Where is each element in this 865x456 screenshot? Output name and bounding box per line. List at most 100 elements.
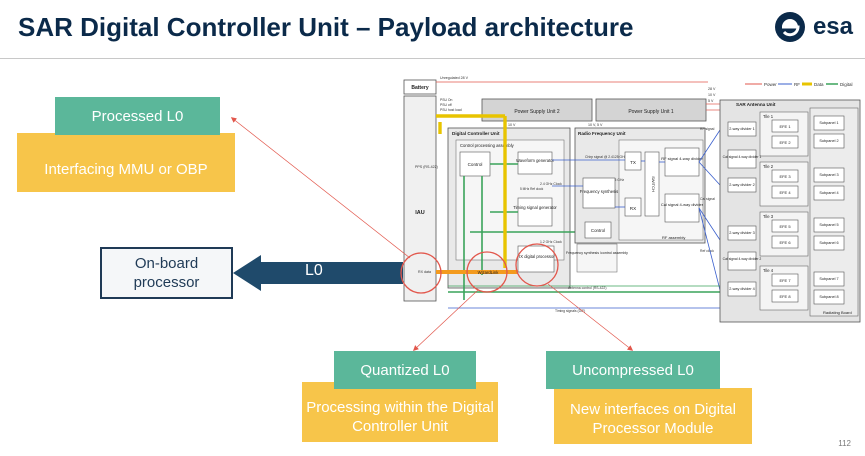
cal-signal-side-label: Cal signal [700,197,715,201]
dcu-label: Digital Controller Unit [452,131,500,136]
efe-3-label: EFE 3 [779,174,791,179]
tile-3-cal-label: Cal signal 4-way divider 2 [723,257,762,261]
efe-7-label: EFE 7 [779,278,791,283]
tile-1-label: Tile 1 [763,114,774,119]
subpanel-2-label: Subpanel 2 [819,139,838,143]
rx-data-label: RX data [418,270,431,274]
volt-10-label: 10 V [708,93,716,97]
psu2-box [481,98,593,122]
tile-1-cal-label: Cal signal 4-way divider 1 [723,155,762,159]
volt-5-label: 5 V [708,99,714,103]
timing-box [517,197,553,227]
freq-synth-ctrl-box [576,243,618,273]
clk-5mhz-label: 5 MHz Ref clock [520,187,544,191]
iau-box [403,95,437,302]
pointer-processed-l0 [230,117,411,259]
clk-12-label: 1.2 GHz Clock [540,240,562,244]
unregulated-label: Unregulated 28 V [440,76,469,80]
tx-label: TX [630,160,636,165]
cpa-label: Control processing assembly [460,143,515,148]
onboard-processor-box: On-board processor [100,247,233,299]
l0-arrow [233,255,403,291]
cal-divider-box [664,193,700,223]
pointer-uncompressed-l0 [547,283,634,351]
switch-box [644,151,660,217]
subpanel-1-label: Subpanel 1 [819,121,838,125]
callout-new-interfaces: New interfaces on Digital Processor Modu… [554,388,752,444]
legend-digital: Digital [840,82,853,87]
dcu-control-label: Control [468,162,483,167]
subpanel-8-label: Subpanel 8 [819,295,838,299]
legend-data: Data [814,82,824,87]
pointer-quantized-l0 [412,289,479,351]
timing-signals-label: Timing signals (DIF) [555,309,585,313]
callout-interfacing: Interfacing MMU or OBP [17,133,235,192]
psu2-label: Power Supply Unit 2 [514,109,560,115]
freq-synth-box [582,177,616,209]
psu1-label: Power Supply Unit 1 [628,109,674,115]
callout-quantized-l0: Quantized L0 [334,351,476,389]
esa-logo-icon [774,12,805,42]
rf-assembly-label: RF assembly [662,235,685,240]
subpanel-4-label: Subpanel 4 [819,191,838,195]
psu-hk-label: PSU host load [440,108,462,112]
volt-28-label: 28 V [708,87,716,91]
efe-2-label: EFE 2 [779,140,791,145]
subpanel-3-label: Subpanel 3 [819,173,838,177]
highlight-circle-rx-digital [515,243,559,287]
tile-4-divider-label: 2-way divider 4 [729,287,755,291]
legend: Power RF Data Digital [745,82,853,87]
tile-4: Tile 4 2-way divider 4 EFE 7 EFE 8 Subpa… [727,265,845,311]
rf-divider-label: RF signal 4-way divider [661,156,703,161]
tile-1: Tile 1 2-way divider 1 Cal signal 4-way … [723,111,845,169]
antenna-control-label: Antenna control (RS-422) [568,286,606,290]
cal-divider-label: Cal signal 4-way divider [661,202,704,207]
ref-clock-mid-label: Ref clock [700,249,714,253]
tile-3-label: Tile 3 [763,214,774,219]
legend-power: Power [764,82,777,87]
efe-1-label: EFE 1 [779,124,791,129]
rfu-volt-label: 10 V, 5 V [588,123,603,127]
chirp-label: Chirp signal @ 2.4125 GHz [585,155,627,159]
clk-24-label: 2.4 GHz Clock [540,182,562,186]
rf-signal-side-label: RF signal [700,127,715,131]
page-number: 112 [838,439,851,448]
highlight-circle-rx-data [400,252,442,294]
efe-8-label: EFE 8 [779,294,791,299]
waveform-box [517,151,553,175]
esa-logo: esa [773,10,853,44]
efe-5-label: EFE 5 [779,224,791,229]
battery-box [403,79,437,95]
subpanel-7-label: Subpanel 7 [819,277,838,281]
title-rule [0,58,865,59]
iau-label: IAU [415,210,425,216]
tile-2-label: Tile 2 [763,164,774,169]
tile-2: Tile 2 2-way divider 2 EFE 3 EFE 4 Subpa… [727,161,845,207]
wizardlink-label: WizardLink [478,270,500,275]
rf-control-box [584,221,612,239]
psu-off-label: PSU off [440,103,452,107]
waveform-label: Waveform generator [516,158,555,163]
psu-on-label: PSU On [440,98,453,102]
rf-divider-box [664,147,700,177]
subpanel-6-label: Subpanel 6 [819,241,838,245]
tile-1-divider-label: 2-way divider 1 [729,127,755,131]
rx-digital-label: RX digital processor [517,254,555,259]
subpanel-5-label: Subpanel 5 [819,223,838,227]
callout-processed-l0: Processed L0 [55,97,220,135]
tile-4-label: Tile 4 [763,268,774,273]
esa-logo-text: esa [812,13,853,40]
tile-3-divider-label: 2-way divider 3 [729,231,755,235]
sar-antenna-label: SAR Antenna Unit [736,102,776,107]
switch-label: SWITCH [651,176,656,192]
timing-label: Timing signal generator [513,205,557,210]
slide-title: SAR Digital Controller Unit – Payload ar… [18,12,634,42]
dcu-control-box [459,151,491,177]
rx-label: RX [630,206,636,211]
rfu-label: Radio Frequency Unit [578,131,626,136]
rx-digital-box [517,245,555,273]
battery-label: Battery [411,85,428,91]
efe-6-label: EFE 6 [779,240,791,245]
freq-synth-label: Frequency synthesis [580,189,618,194]
